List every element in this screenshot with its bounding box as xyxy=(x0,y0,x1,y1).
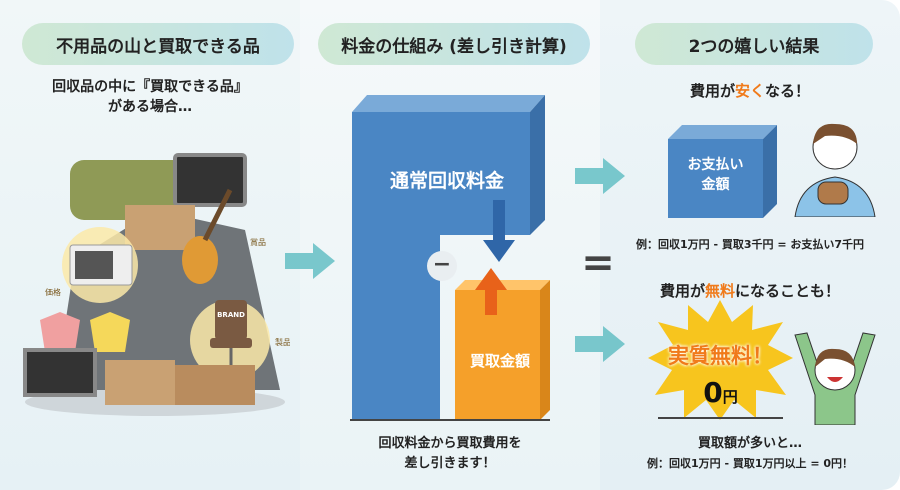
junk-pile-illustration: BRAND 価格 賞品 製品 xyxy=(23,153,290,416)
section1-subtitle-1: 回収品の中に『買取できる品』 xyxy=(52,79,248,95)
guitar-icon xyxy=(182,236,218,284)
result2-heading: 費用が無料になることも！ xyxy=(659,282,841,300)
wallet-icon xyxy=(817,181,849,205)
chair-brand-label: BRAND xyxy=(217,311,245,319)
arrow-up-icon xyxy=(475,268,507,315)
calculation-diagram xyxy=(350,95,550,421)
section1-subtitle-2: がある場合… xyxy=(108,99,192,115)
equals-sign: = xyxy=(581,240,615,286)
result1-heading: 費用が安くなる！ xyxy=(689,82,811,100)
result2-example: 例：回収1万円 - 買取1万円以上 = 0円！ xyxy=(646,457,854,470)
result1-example: 例：回収1万円 - 買取3千円 = お支払い7千円 xyxy=(635,238,865,251)
starburst-badge xyxy=(648,300,793,420)
burst-amount: 0円 xyxy=(703,376,738,409)
regular-fee-box xyxy=(352,112,530,420)
section3-title: 2つの嬉しい結果 xyxy=(635,23,873,65)
tag-price: 価格 xyxy=(45,287,61,297)
arrow-right-icon xyxy=(285,243,335,279)
regular-fee-label: 通常回収料金 xyxy=(389,170,504,192)
caption-2: 差し引きます！ xyxy=(404,456,496,471)
arrow-right-icon xyxy=(575,326,625,362)
result2-note: 買取額が多いと… xyxy=(697,436,802,451)
buyback-box xyxy=(455,290,540,420)
arrow-right-icon xyxy=(575,158,625,194)
burst-title: 実質無料！ xyxy=(668,344,773,368)
buyback-label: 買取金額 xyxy=(469,352,530,370)
person-wallet-illustration xyxy=(794,123,876,217)
tag-product: 製品 xyxy=(275,337,290,347)
person-cheering-illustration xyxy=(794,332,876,425)
arrow-down-icon xyxy=(483,200,515,262)
payment-box-label: お支払い金額 xyxy=(687,157,744,193)
minus-sign: − xyxy=(432,252,452,277)
tag-prize: 賞品 xyxy=(250,237,266,247)
chair-icon xyxy=(215,300,247,340)
caption-1: 回収料金から買取費用を xyxy=(378,436,522,451)
tv-icon xyxy=(173,153,247,207)
section1-title: 不用品の山と買取できる品 xyxy=(22,23,294,65)
payment-box xyxy=(668,125,777,218)
section2-title: 料金の仕組み (差し引き計算) xyxy=(318,23,590,65)
